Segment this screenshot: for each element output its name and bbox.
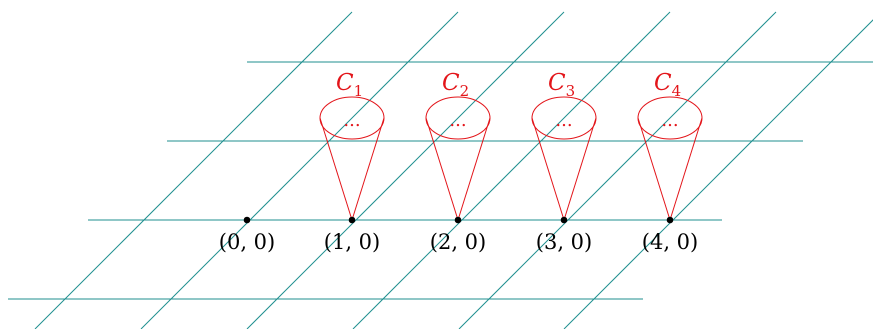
lattice-point-2 [454, 216, 462, 224]
cone-dots: ... [343, 110, 360, 131]
cone-label-index: 1 [354, 82, 364, 100]
cone-label-index: 2 [460, 82, 470, 100]
cone-dots: ... [449, 110, 466, 131]
cone-edge-right [351, 117, 385, 221]
lattice-point-3 [560, 216, 568, 224]
cone-label: C1 [336, 70, 363, 100]
cone-1: ... C1 [319, 70, 385, 221]
cone-2: ... C2 [425, 70, 491, 221]
point-label-4: (4, 0) [642, 230, 698, 254]
lattice-point-1 [348, 216, 356, 224]
lattice-point-4 [666, 216, 674, 224]
grid-line-diagonal-6 [563, 19, 873, 329]
grid-line-diagonal-4 [352, 11, 671, 329]
cone-edge-left [637, 117, 671, 221]
cone-edge-left [319, 117, 353, 221]
cone-rim [637, 96, 703, 140]
cone-label-letter: C [442, 70, 460, 96]
cone-edge-left [425, 117, 459, 221]
cone-edge-right [457, 117, 491, 221]
cone-edge-left [531, 117, 565, 221]
grid-line-diagonal-3 [246, 11, 565, 329]
cone-rim [319, 96, 385, 140]
cone-3: ... C3 [531, 70, 597, 221]
cone-edge-right [669, 117, 703, 221]
lattice-points: (0, 0) (1, 0) (2, 0) (3, 0) (4, 0) [219, 216, 698, 254]
cones: ...C1...C2...C3...C4 [319, 70, 703, 221]
point-label-0: (0, 0) [219, 230, 275, 254]
cone-label: C2 [442, 70, 469, 100]
grid-line-diagonal-2 [140, 11, 459, 329]
grid-line-diagonal-5 [458, 11, 777, 329]
cone-rim [425, 96, 491, 140]
cone-label-index: 4 [672, 82, 682, 100]
cone-edge-right [563, 117, 597, 221]
point-label-1: (1, 0) [324, 230, 380, 254]
cone-4: ... C4 [637, 70, 703, 221]
cone-label-index: 3 [566, 82, 576, 100]
point-label-3: (3, 0) [536, 230, 592, 254]
cone-label: C3 [548, 70, 575, 100]
cone-label: C4 [654, 70, 681, 100]
point-label-2: (2, 0) [430, 230, 486, 254]
cone-label-letter: C [548, 70, 566, 96]
lattice-point-0 [243, 216, 251, 224]
grid-lines [8, 11, 873, 329]
cone-label-letter: C [654, 70, 672, 96]
cone-rim [531, 96, 597, 140]
cone-label-letter: C [336, 70, 354, 96]
grid-line-diagonal-1 [34, 11, 353, 329]
cone-dots: ... [661, 110, 678, 131]
cone-dots: ... [555, 110, 572, 131]
